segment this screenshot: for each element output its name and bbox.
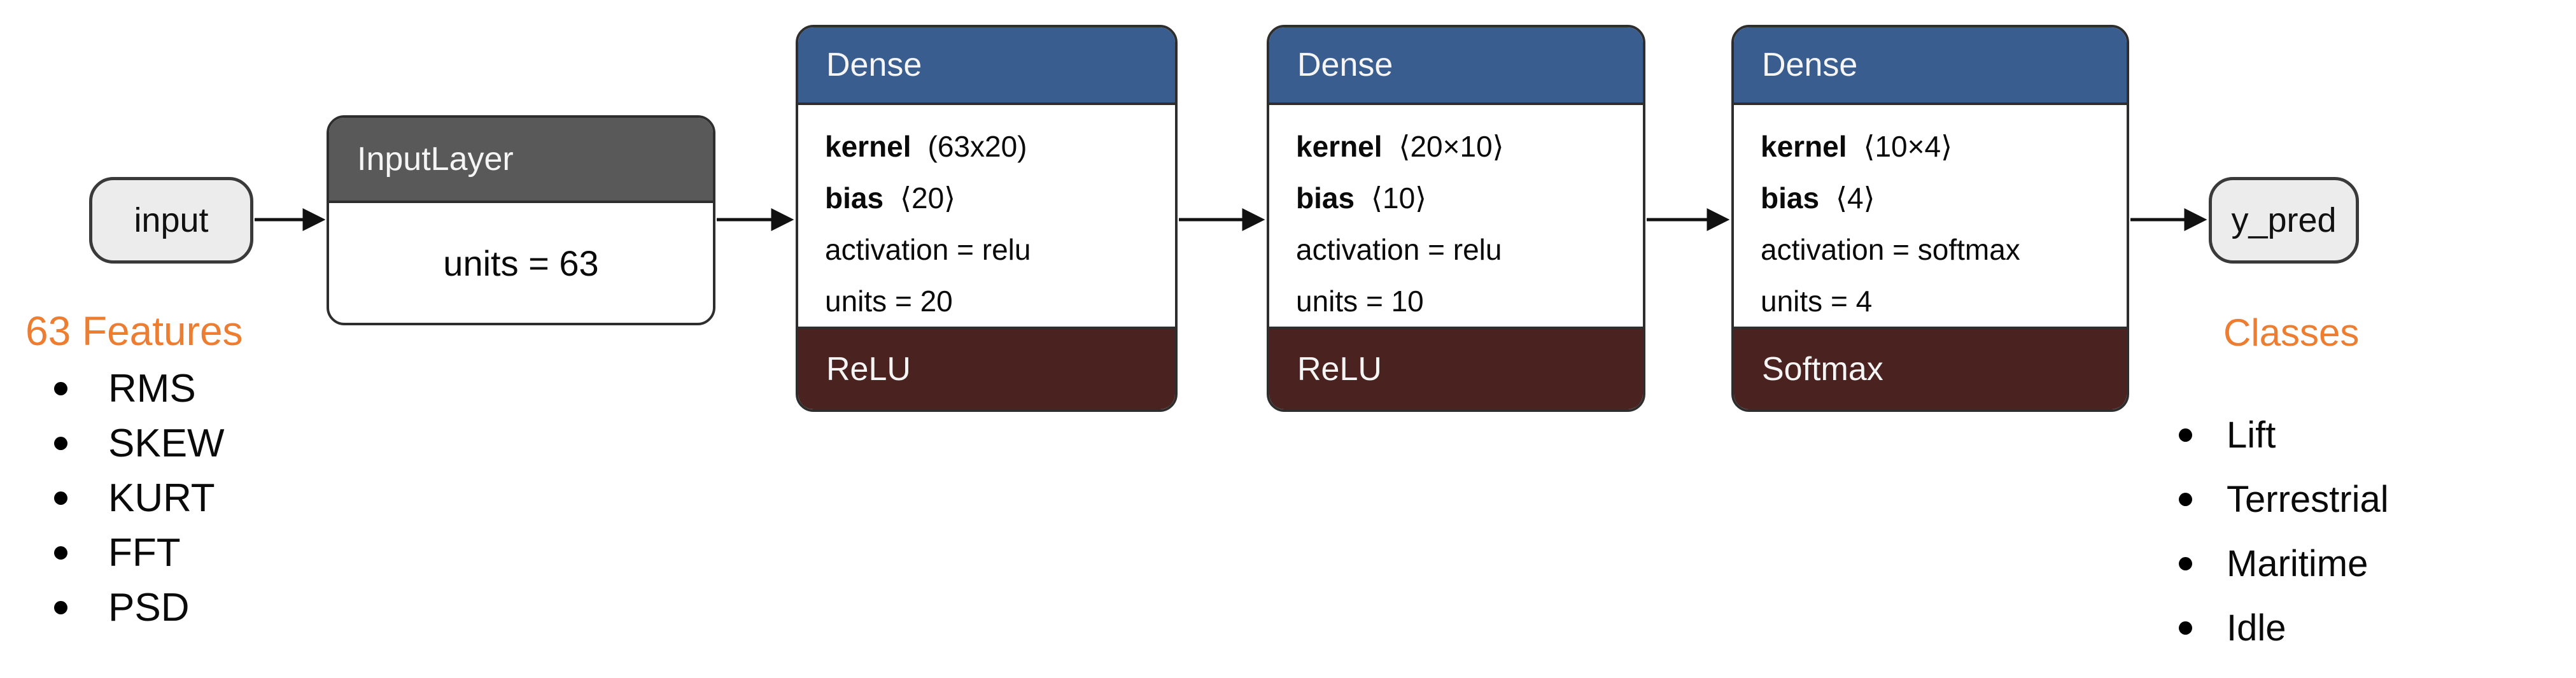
feature-item-label: SKEW [108,421,225,465]
dense3-units-row: units = 4 [1761,275,2120,327]
units-value: units = 20 [825,284,953,318]
feature-item: SKEW [54,416,225,470]
dense2-box: Dense kernel ⟨20×10⟩ bias ⟨10⟩ activatio… [1267,25,1645,412]
inputlayer-body: units = 63 [329,203,713,323]
activation-value: activation = softmax [1761,232,2020,266]
feature-item: KURT [54,470,225,525]
dense1-box: Dense kernel (63x20) bias ⟨20⟩ activatio… [796,25,1178,412]
bias-value: ⟨4⟩ [1836,181,1875,215]
class-item-label: Maritime [2227,543,2368,584]
dense3-title: Dense [1762,46,1858,83]
bias-label: bias [1296,181,1355,215]
bullet-dot [54,436,67,450]
dense2-body: kernel ⟨20×10⟩ bias ⟨10⟩ activation = re… [1269,105,1643,327]
bullet-dot [54,381,67,395]
class-item-label: Terrestrial [2227,479,2389,520]
class-item: Lift [2179,403,2389,467]
feature-item-label: FFT [108,530,181,575]
dense1-title: Dense [826,46,922,83]
units-value: units = 4 [1761,284,1873,318]
dense2-kernel-row: kernel ⟨20×10⟩ [1296,120,1636,172]
dense3-bias-row: bias ⟨4⟩ [1761,172,2120,223]
dense1-header: Dense [798,27,1175,105]
input-node: input [89,177,253,264]
bullet-dot [54,600,67,614]
kernel-label: kernel [1296,129,1383,163]
dense3-kernel-row: kernel ⟨10×4⟩ [1761,120,2120,172]
bullet-dot [2179,493,2192,506]
dense1-kernel-row: kernel (63x20) [825,120,1169,172]
dense3-box: Dense kernel ⟨10×4⟩ bias ⟨4⟩ activation … [1731,25,2129,412]
input-node-label: input [134,201,209,239]
dense2-footer: ReLU [1269,327,1643,409]
inputlayer-header: InputLayer [329,118,713,203]
class-item-label: Lift [2227,414,2276,456]
bias-value: ⟨10⟩ [1371,181,1427,215]
kernel-value: ⟨20×10⟩ [1398,129,1504,163]
dense2-units-row: units = 10 [1296,275,1636,327]
dense3-body: kernel ⟨10×4⟩ bias ⟨4⟩ activation = soft… [1734,105,2127,327]
dense3-activation-row: activation = softmax [1761,223,2120,275]
kernel-label: kernel [825,129,911,163]
class-item: Maritime [2179,532,2389,596]
dense1-bias-row: bias ⟨20⟩ [825,172,1169,223]
dense3-activation-name: Softmax [1762,351,1883,388]
class-item: Terrestrial [2179,467,2389,532]
dense1-units-row: units = 20 [825,275,1169,327]
feature-item: FFT [54,525,225,580]
dense2-title: Dense [1297,46,1393,83]
dense3-header: Dense [1734,27,2127,105]
ypred-node: y_pred [2209,177,2359,264]
kernel-value: ⟨10×4⟩ [1863,129,1953,163]
ypred-node-label: y_pred [2231,201,2337,239]
features-list: RMS SKEW KURT FFT PSD [54,361,225,635]
bias-label: bias [825,181,884,215]
classes-list: Lift Terrestrial Maritime Idle [2179,403,2389,660]
activation-value: activation = relu [825,232,1031,266]
feature-item-label: PSD [108,585,190,630]
bullet-dot [2179,621,2192,635]
inputlayer-units: units = 63 [443,243,599,283]
dense1-activation-row: activation = relu [825,223,1169,275]
dense2-header: Dense [1269,27,1643,105]
dense2-activation-row: activation = relu [1296,223,1636,275]
feature-item-label: RMS [108,366,196,411]
bias-value: ⟨20⟩ [900,181,956,215]
units-value: units = 10 [1296,284,1424,318]
dense1-activation-name: ReLU [826,351,911,388]
dense3-footer: Softmax [1734,327,2127,409]
dense2-bias-row: bias ⟨10⟩ [1296,172,1636,223]
kernel-label: kernel [1761,129,1847,163]
activation-value: activation = relu [1296,232,1502,266]
class-item: Idle [2179,596,2389,660]
bullet-dot [2179,428,2192,442]
feature-item-label: KURT [108,476,215,520]
features-heading: 63 Features [25,308,243,354]
dense1-footer: ReLU [798,327,1175,409]
bullet-dot [54,491,67,505]
inputlayer-box: InputLayer units = 63 [327,115,715,325]
dense1-body: kernel (63x20) bias ⟨20⟩ activation = re… [798,105,1175,327]
bullet-dot [2179,557,2192,570]
inputlayer-title: InputLayer [357,141,514,178]
bias-label: bias [1761,181,1820,215]
kernel-value: (63x20) [927,129,1027,163]
class-item-label: Idle [2227,607,2286,649]
classes-heading: Classes [2223,311,2360,354]
feature-item: PSD [54,580,225,635]
bullet-dot [54,546,67,560]
feature-item: RMS [54,361,225,416]
dense2-activation-name: ReLU [1297,351,1382,388]
